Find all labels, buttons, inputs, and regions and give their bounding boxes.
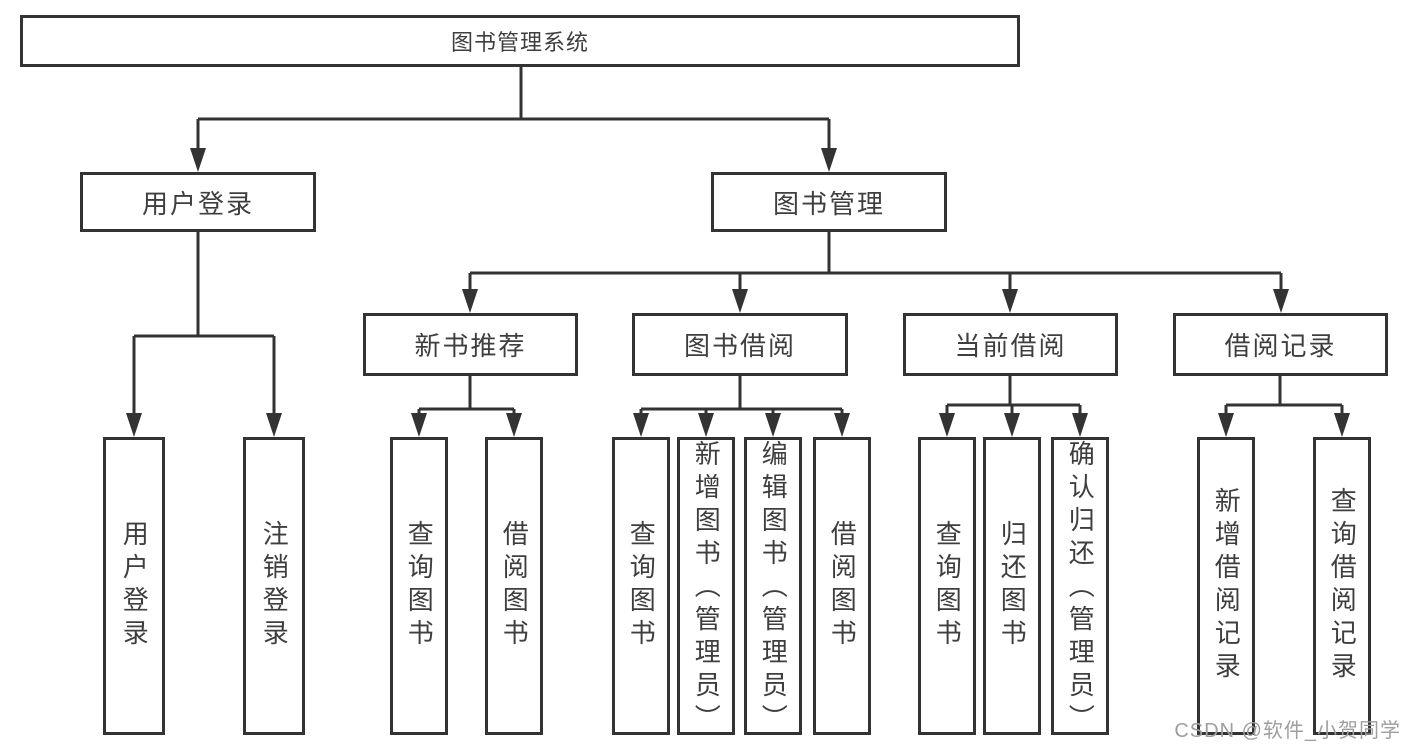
arrowhead [732, 289, 748, 313]
connector-current-borrowing [945, 376, 1082, 415]
connector-current-borrowing-arrowheads [939, 413, 1088, 437]
arrowhead [266, 413, 282, 437]
leaf-query-books-current: 查询图书 [918, 437, 976, 735]
leaf-add-borrow-record: 新增借阅记录 [1197, 437, 1255, 735]
arrowhead [821, 148, 837, 172]
arrowhead [190, 148, 206, 172]
leaf-borrow-books: 借阅图书 [813, 437, 871, 735]
arrowhead [1273, 289, 1289, 313]
connector-root [196, 67, 831, 150]
leaf-query-books-borrow: 查询图书 [612, 437, 670, 735]
connector-book-management-arrowheads [462, 289, 1289, 313]
leaf-logout: 注销登录 [243, 437, 305, 735]
leaf-user-login: 用户登录 [103, 437, 165, 735]
arrowhead [698, 413, 714, 437]
leaf-confirm-return-admin: 确认归还（管理员） [1051, 437, 1109, 737]
connector-book-borrowing-arrowheads [633, 413, 850, 437]
connector-borrowing-records-arrowheads [1218, 413, 1350, 437]
connector-user-login [132, 232, 276, 415]
arrowhead [1072, 413, 1088, 437]
node-borrowing-records: 借阅记录 [1173, 313, 1388, 376]
leaf-borrow-books-recommend: 借阅图书 [485, 437, 543, 735]
arrowhead [1002, 289, 1018, 313]
node-book-borrowing: 图书借阅 [632, 313, 848, 376]
arrowhead [765, 413, 781, 437]
leaf-edit-book-admin: 编辑图书（管理员） [744, 437, 802, 737]
node-current-borrowing: 当前借阅 [903, 313, 1118, 376]
connector-borrowing-records [1224, 376, 1344, 415]
leaf-return-book: 归还图书 [983, 437, 1041, 735]
arrowhead [126, 413, 142, 437]
connector-root-arrowheads [190, 148, 837, 172]
arrowhead [834, 413, 850, 437]
leaf-query-books-recommend: 查询图书 [390, 437, 448, 735]
node-book-management: 图书管理 [711, 172, 947, 232]
leaf-query-borrow-record: 查询借阅记录 [1313, 437, 1371, 735]
arrowhead [462, 289, 478, 313]
node-user-login: 用户登录 [80, 172, 316, 232]
arrowhead [506, 413, 522, 437]
connector-book-management [468, 232, 1283, 291]
arrowhead [1004, 413, 1020, 437]
arrowhead [939, 413, 955, 437]
connector-new-book-recommend-arrowheads [411, 413, 522, 437]
arrowhead [633, 413, 649, 437]
node-new-book-recommend: 新书推荐 [363, 313, 578, 376]
connector-book-borrowing [639, 376, 844, 415]
leaf-add-book-admin: 新增图书（管理员） [677, 437, 735, 737]
csdn-watermark: CSDN @软件_小贺同学 [1174, 720, 1401, 742]
connector-new-book-recommend [417, 376, 516, 415]
arrowhead [1218, 413, 1234, 437]
arrowhead [411, 413, 427, 437]
arrowhead [1334, 413, 1350, 437]
connector-user-login-arrowheads [126, 413, 282, 437]
node-library-management-system: 图书管理系统 [20, 15, 1020, 67]
